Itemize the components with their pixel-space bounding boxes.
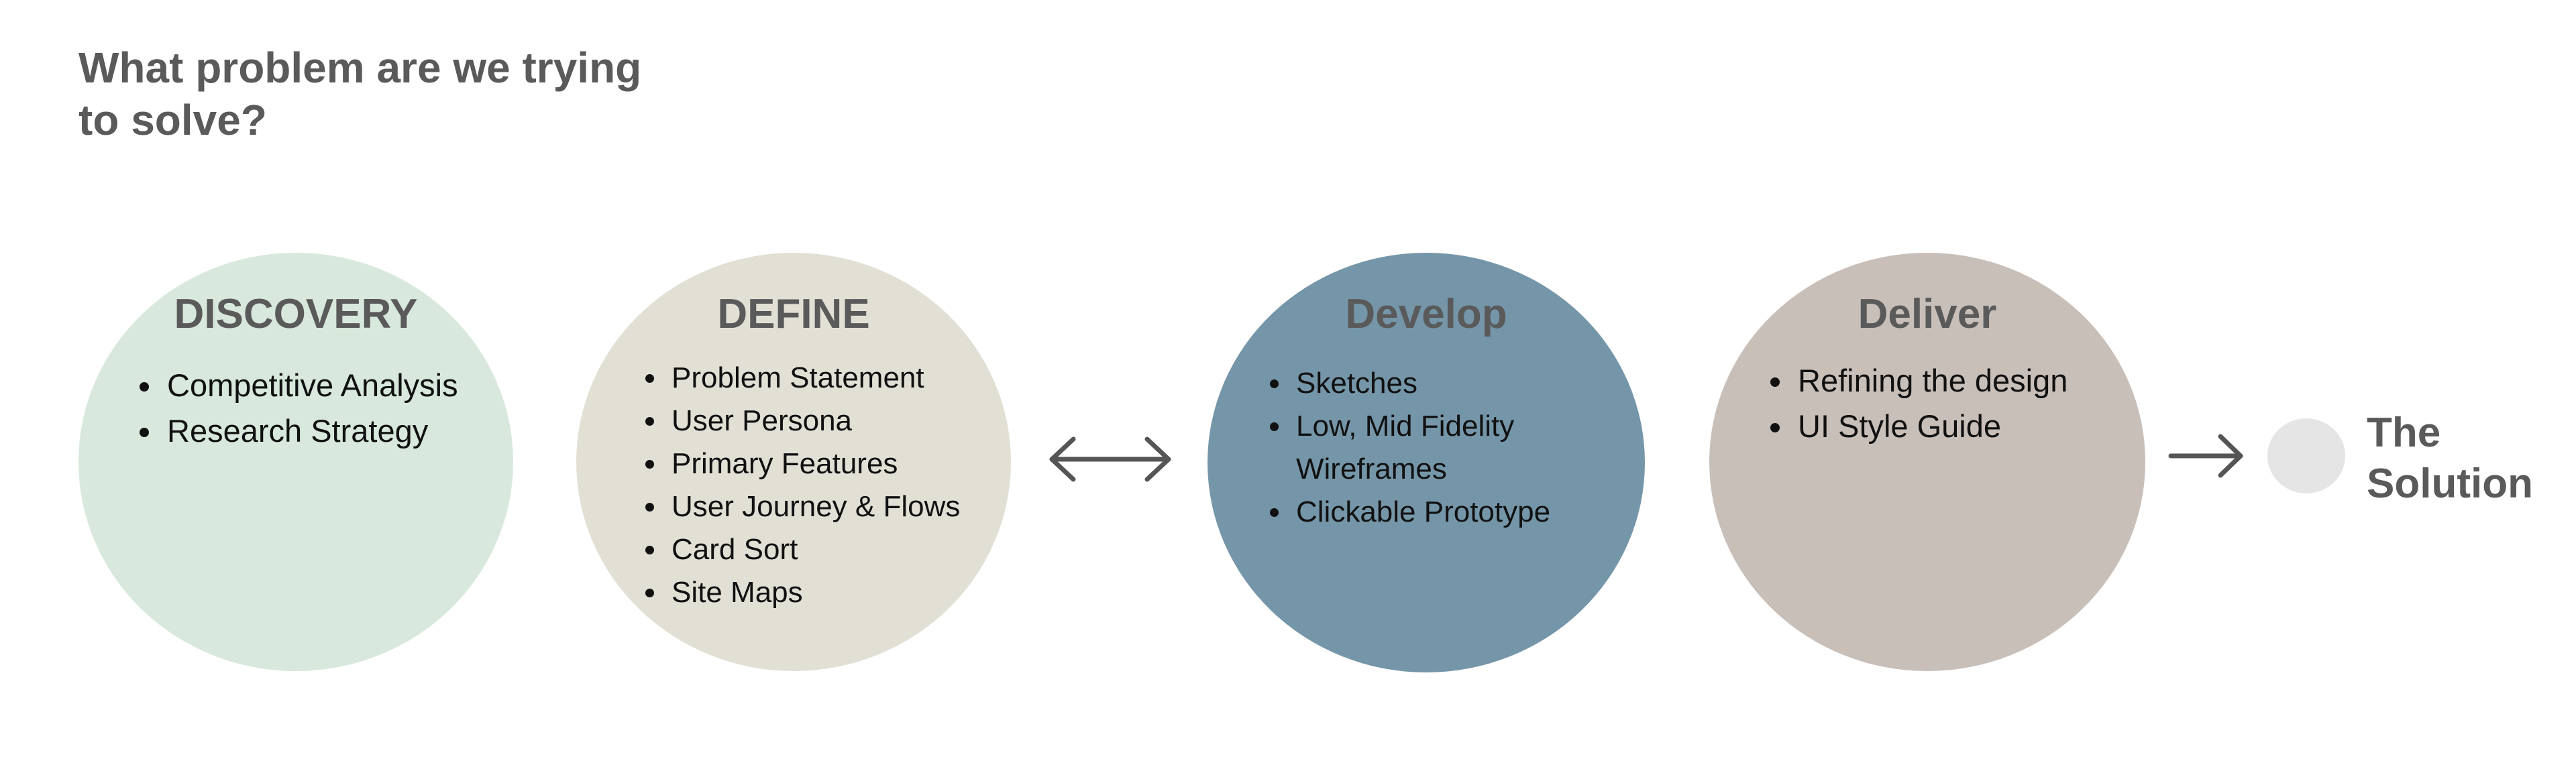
- phase-item-list: Problem Statement User Persona Primary F…: [630, 357, 1043, 614]
- list-item: User Persona: [667, 400, 1043, 442]
- list-item: Low, Mid Fidelity Wireframes: [1292, 405, 1654, 491]
- double-arrow-icon: [1049, 436, 1171, 482]
- solution-dot: [2267, 418, 2345, 493]
- list-item: Competitive Analysis: [163, 363, 512, 408]
- phase-deliver-circle: Deliver Refining the design UI Style Gui…: [1709, 253, 2145, 671]
- list-item: Site Maps: [667, 571, 1043, 614]
- list-item: User Journey & Flows: [667, 485, 1043, 528]
- phase-item-list: Competitive Analysis Research Strategy: [125, 363, 512, 454]
- list-item: Primary Features: [667, 442, 1043, 485]
- right-arrow-icon: [2168, 434, 2243, 478]
- phase-develop-circle: Develop Sketches Low, Mid Fidelity Wiref…: [1208, 253, 1645, 672]
- phase-title: Deliver: [1858, 291, 1997, 337]
- list-item: Card Sort: [667, 528, 1043, 571]
- solution-label: The Solution: [2367, 410, 2533, 507]
- phase-discovery-circle: DISCOVERY Competitive Analysis Research …: [78, 253, 513, 671]
- phase-item-list: Refining the design UI Style Guide: [1756, 358, 2169, 449]
- phase-item-list: Sketches Low, Mid Fidelity Wireframes Cl…: [1254, 362, 1654, 534]
- list-item: Research Strategy: [163, 408, 512, 454]
- list-item: Problem Statement: [667, 357, 1043, 400]
- question-heading: What problem are we trying to solve?: [78, 44, 642, 145]
- phase-title: Develop: [1345, 291, 1507, 337]
- list-item: UI Style Guide: [1794, 404, 2169, 449]
- list-item: Sketches: [1292, 362, 1654, 405]
- phase-title: DISCOVERY: [174, 291, 418, 337]
- phase-define-circle: DEFINE Problem Statement User Persona Pr…: [576, 253, 1011, 671]
- list-item: Refining the design: [1794, 358, 2169, 404]
- list-item: Clickable Prototype: [1292, 491, 1654, 534]
- phase-title: DEFINE: [717, 291, 870, 337]
